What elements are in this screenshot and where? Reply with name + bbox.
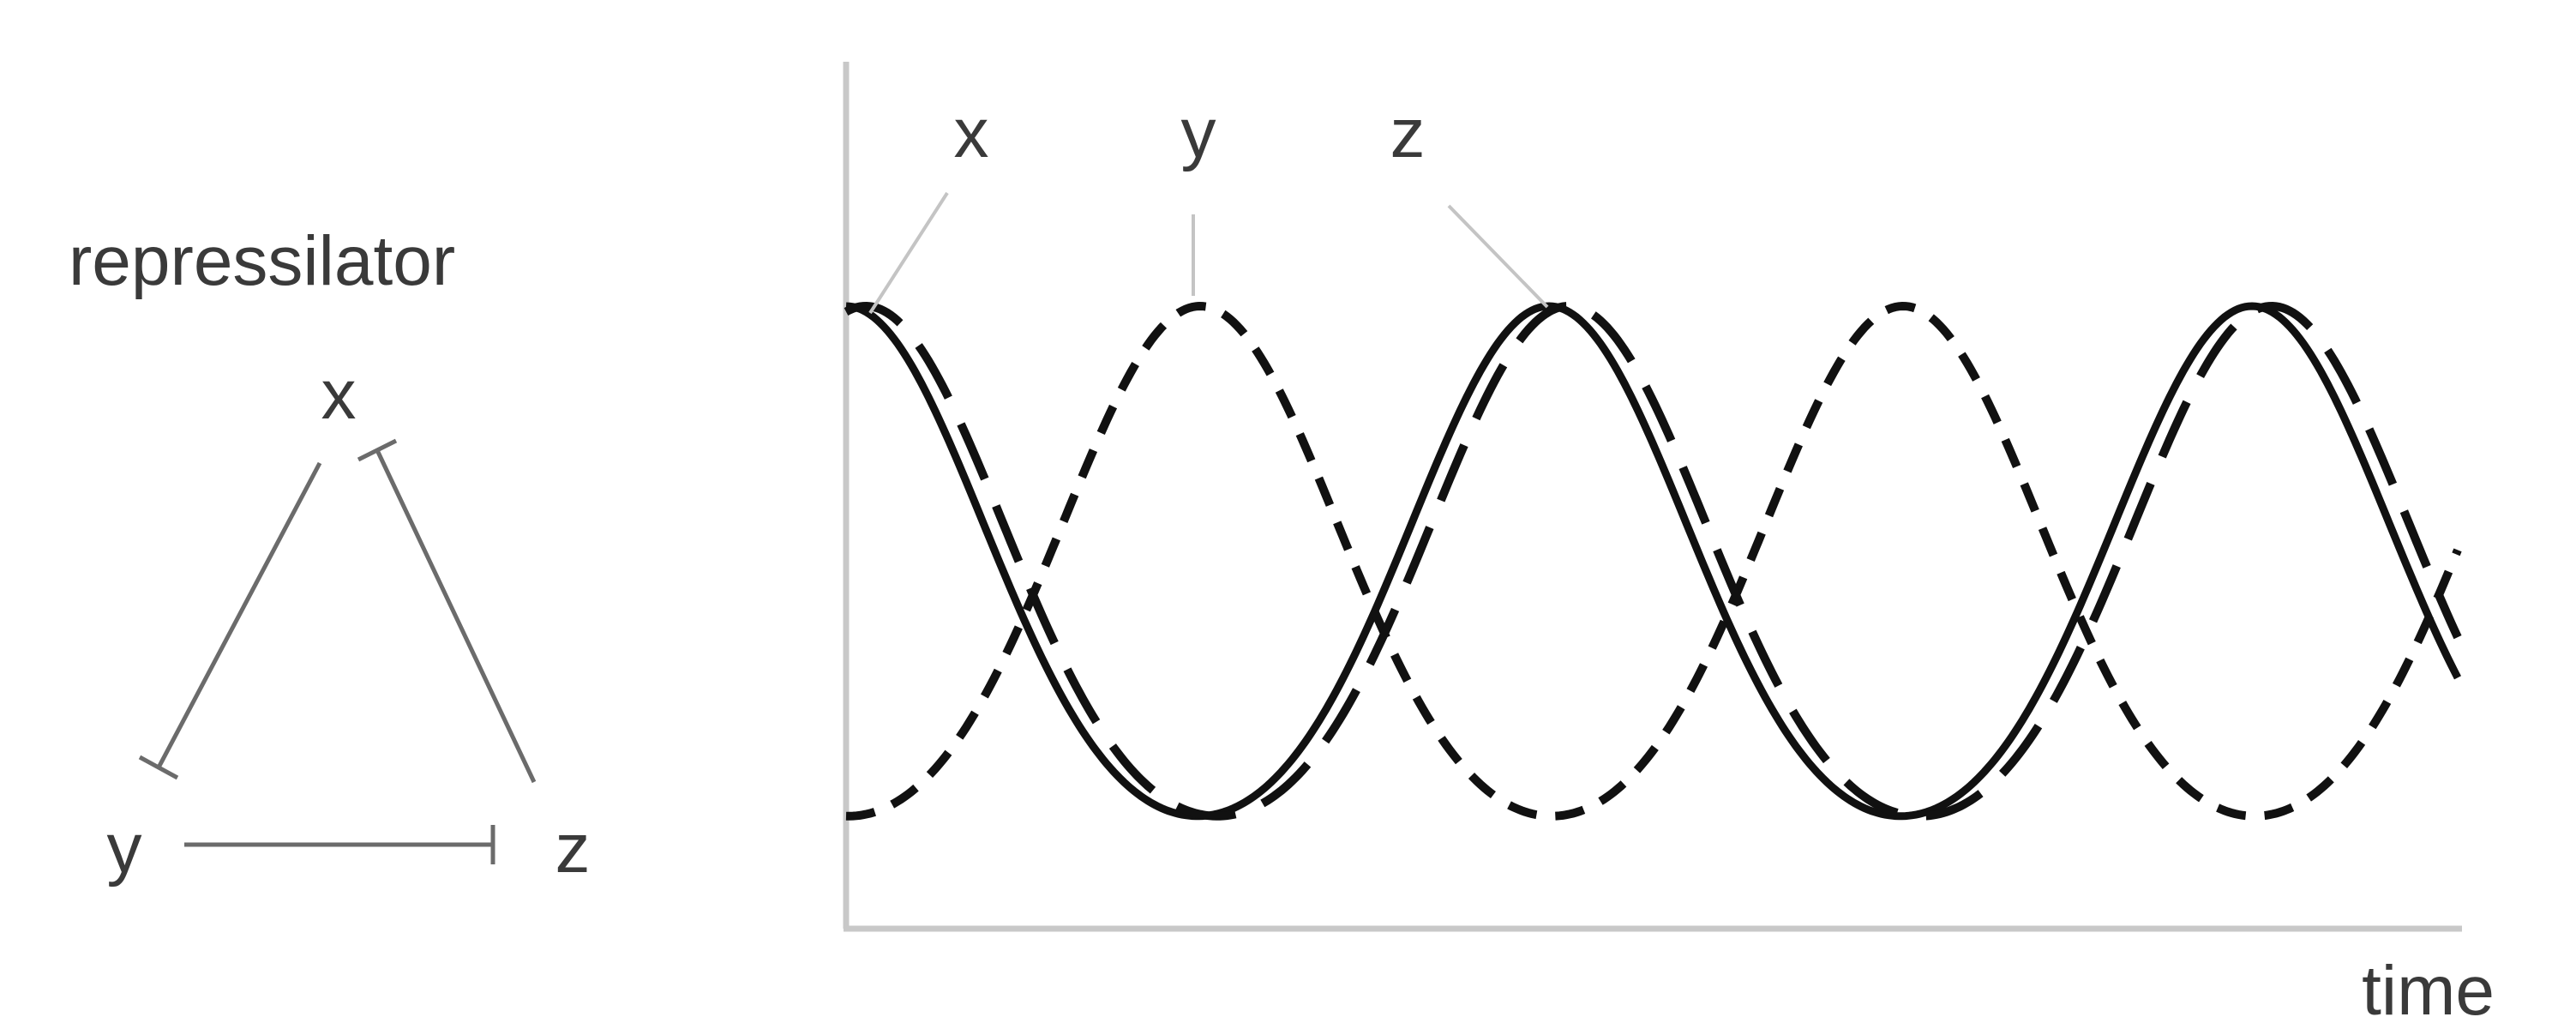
series-label-x-group: x <box>868 94 989 315</box>
network-title: repressilator <box>69 222 455 300</box>
series-label-x-leader <box>868 191 949 315</box>
network-diagram: repressilator x y z <box>69 222 591 888</box>
node-z: z <box>555 809 591 888</box>
series-label-z-leader <box>1447 204 1549 309</box>
series-line-x <box>845 302 2462 821</box>
node-y: y <box>107 809 142 888</box>
x-axis-label: time <box>2362 952 2495 1025</box>
node-x: x <box>321 356 357 434</box>
series-label-x: x <box>954 94 989 172</box>
time-course-chart: time x y z <box>843 62 2495 1029</box>
edge-y-represses-z <box>184 825 495 864</box>
series-label-y-group: y <box>1181 94 1216 296</box>
series-line-y <box>845 301 2462 821</box>
series-label-z: z <box>1390 94 1426 172</box>
series-label-z-group: z <box>1390 94 1549 309</box>
edge-x-represses-y <box>138 461 322 780</box>
edge-z-represses-x <box>357 438 537 784</box>
series-label-y: y <box>1181 94 1216 172</box>
series-layer <box>844 301 2462 821</box>
series-line-z <box>844 301 2462 821</box>
